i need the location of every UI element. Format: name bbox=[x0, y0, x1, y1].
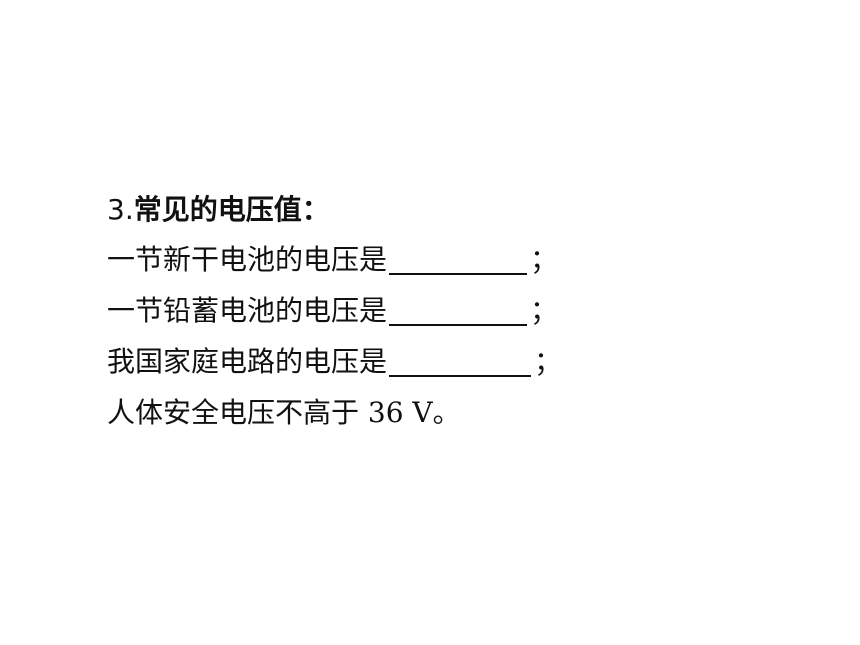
answer-blank[interactable] bbox=[389, 345, 532, 377]
line-text: 一节新干电池的电压是 bbox=[107, 243, 388, 276]
section-heading: 3.常见的电压值： bbox=[107, 186, 807, 234]
document-body: 3.常见的电压值： 一节新干电池的电压是 ； 一节铅蓄电池的电压是 ； 我国家庭电路… bbox=[107, 186, 807, 438]
safe-voltage-line: 人体安全电压不高于 36 V。 bbox=[107, 396, 461, 429]
fill-blank-line-dry-battery: 一节新干电池的电压是 ； bbox=[107, 234, 807, 285]
line-text: 一节铅蓄电池的电压是 bbox=[107, 294, 388, 327]
line-text: 我国家庭电路的电压是 bbox=[107, 345, 388, 378]
answer-blank[interactable] bbox=[389, 243, 528, 275]
fill-blank-line-household-circuit: 我国家庭电路的电压是 ； bbox=[107, 336, 807, 387]
line-end-punct: ； bbox=[534, 345, 563, 378]
line-end-punct: ； bbox=[530, 243, 559, 276]
heading-title: 常见的电压值： bbox=[133, 193, 330, 226]
answer-blank[interactable] bbox=[389, 294, 528, 326]
fill-blank-line-lead-battery: 一节铅蓄电池的电压是 ； bbox=[107, 285, 807, 336]
heading-number: 3. bbox=[107, 193, 134, 226]
line-end-punct: ； bbox=[530, 294, 559, 327]
